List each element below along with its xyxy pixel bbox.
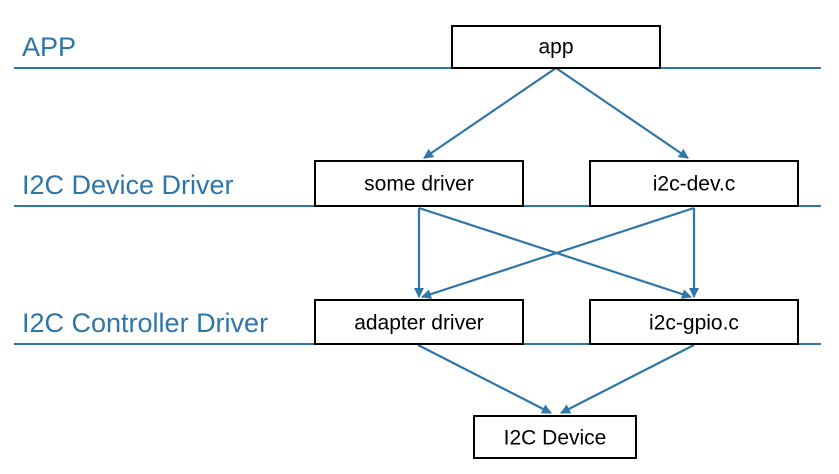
node-box-i2c-gpio xyxy=(589,299,799,345)
node-box-app xyxy=(451,25,661,69)
edge-app-to-i2c-dev xyxy=(555,67,689,159)
layer-label-controller-driver: I2C Controller Driver xyxy=(22,308,268,338)
edge-i2c-dev-to-adapter-driver xyxy=(421,206,695,299)
node-box-some-driver xyxy=(314,160,524,207)
node-some-driver: some driver xyxy=(314,160,524,207)
node-label-i2c-gpio: i2c-gpio.c xyxy=(649,312,739,335)
layer-label-app: APP xyxy=(22,32,76,62)
edge-app-to-some-driver xyxy=(423,67,557,159)
node-i2c-device: I2C Device xyxy=(473,415,637,459)
node-label-app: app xyxy=(538,36,573,59)
node-label-i2c-dev: i2c-dev.c xyxy=(653,173,735,196)
node-app: app xyxy=(451,25,661,69)
node-adapter-driver: adapter driver xyxy=(314,299,524,345)
node-box-adapter-driver xyxy=(314,299,524,345)
node-box-i2c-device xyxy=(473,415,637,459)
node-label-some-driver: some driver xyxy=(364,173,474,196)
edge-group xyxy=(414,67,699,414)
node-i2c-gpio: i2c-gpio.c xyxy=(589,299,799,345)
node-i2c-dev: i2c-dev.c xyxy=(589,160,799,207)
edge-adapter-driver-to-i2c-device xyxy=(417,344,552,414)
node-label-adapter-driver: adapter driver xyxy=(354,312,484,335)
node-label-i2c-device: I2C Device xyxy=(504,427,607,450)
edge-i2c-gpio-to-i2c-device xyxy=(560,344,695,414)
layer-label-device-driver: I2C Device Driver xyxy=(22,170,234,200)
node-box-i2c-dev xyxy=(589,160,799,207)
